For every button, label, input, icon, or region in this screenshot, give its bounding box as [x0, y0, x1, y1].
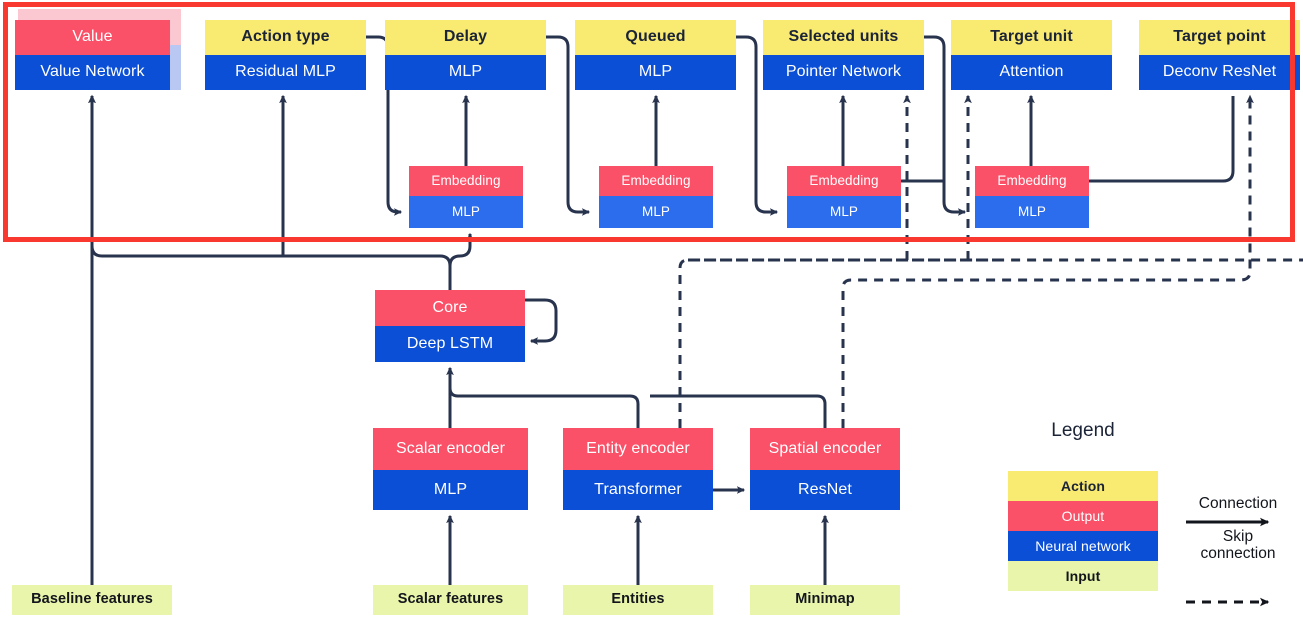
- head-target-unit[interactable]: Target unit Attention: [951, 20, 1112, 90]
- encoder-spatial-network: ResNet: [750, 470, 900, 510]
- embedding-delay-network: MLP: [409, 196, 523, 228]
- head-target-point-action: Target point: [1139, 20, 1300, 55]
- input-scalar-features-label: Scalar features: [373, 585, 528, 615]
- head-value[interactable]: Value Value Network: [15, 20, 170, 90]
- encoder-entity[interactable]: Entity encoder Transformer: [563, 428, 713, 510]
- legend-swatch-action: Action: [1008, 471, 1158, 501]
- core-block[interactable]: Core Deep LSTM: [375, 290, 525, 362]
- head-target-unit-network: Attention: [951, 55, 1112, 90]
- head-target-point-network: Deconv ResNet: [1139, 55, 1300, 90]
- head-selected-units-network: Pointer Network: [763, 55, 924, 90]
- embedding-delay-output: Embedding: [409, 166, 523, 196]
- legend-swatch-neural-network: Neural network: [1008, 531, 1158, 561]
- core-network-label: Deep LSTM: [375, 326, 525, 362]
- encoder-scalar-output: Scalar encoder: [373, 428, 528, 470]
- encoder-spatial-output: Spatial encoder: [750, 428, 900, 470]
- head-queued-network: MLP: [575, 55, 736, 90]
- head-target-unit-action: Target unit: [951, 20, 1112, 55]
- embedding-queued[interactable]: Embedding MLP: [599, 166, 713, 228]
- embedding-selected-units[interactable]: Embedding MLP: [787, 166, 901, 228]
- highlight-frame: [3, 2, 1295, 242]
- encoder-entity-network: Transformer: [563, 470, 713, 510]
- embedding-target-unit-network: MLP: [975, 196, 1089, 228]
- embedding-selected-units-network: MLP: [787, 196, 901, 228]
- head-delay[interactable]: Delay MLP: [385, 20, 546, 90]
- head-delay-network: MLP: [385, 55, 546, 90]
- embedding-target-unit[interactable]: Embedding MLP: [975, 166, 1089, 228]
- head-selected-units-action: Selected units: [763, 20, 924, 55]
- embedding-delay[interactable]: Embedding MLP: [409, 166, 523, 228]
- input-entities-label: Entities: [563, 585, 713, 615]
- embedding-queued-network: MLP: [599, 196, 713, 228]
- legend-connection-label: Connection: [1198, 495, 1278, 512]
- core-output-label: Core: [375, 290, 525, 326]
- head-action-type-action: Action type: [205, 20, 366, 55]
- head-target-point[interactable]: Target point Deconv ResNet: [1139, 20, 1300, 90]
- encoder-spatial[interactable]: Spatial encoder ResNet: [750, 428, 900, 510]
- head-delay-action: Delay: [385, 20, 546, 55]
- head-queued[interactable]: Queued MLP: [575, 20, 736, 90]
- legend-swatch-stack: Action Output Neural network Input: [1008, 471, 1158, 591]
- legend-swatch-output: Output: [1008, 501, 1158, 531]
- input-minimap[interactable]: Minimap: [750, 585, 900, 615]
- input-scalar-features[interactable]: Scalar features: [373, 585, 528, 615]
- head-selected-units[interactable]: Selected units Pointer Network: [763, 20, 924, 90]
- head-value-network: Value Network: [15, 55, 170, 90]
- encoder-entity-output: Entity encoder: [563, 428, 713, 470]
- input-entities[interactable]: Entities: [563, 585, 713, 615]
- input-baseline-features-label: Baseline features: [12, 585, 172, 615]
- head-action-type[interactable]: Action type Residual MLP: [205, 20, 366, 90]
- input-minimap-label: Minimap: [750, 585, 900, 615]
- legend-title: Legend: [1051, 420, 1115, 441]
- head-value-action: Value: [15, 20, 170, 55]
- embedding-queued-output: Embedding: [599, 166, 713, 196]
- head-queued-action: Queued: [575, 20, 736, 55]
- encoder-scalar[interactable]: Scalar encoder MLP: [373, 428, 528, 510]
- embedding-target-unit-output: Embedding: [975, 166, 1089, 196]
- legend-swatch-input: Input: [1008, 561, 1158, 591]
- legend-skip-connection-label: Skip connection: [1200, 528, 1276, 563]
- input-baseline-features[interactable]: Baseline features: [12, 585, 172, 615]
- encoder-scalar-network: MLP: [373, 470, 528, 510]
- head-action-type-network: Residual MLP: [205, 55, 366, 90]
- embedding-selected-units-output: Embedding: [787, 166, 901, 196]
